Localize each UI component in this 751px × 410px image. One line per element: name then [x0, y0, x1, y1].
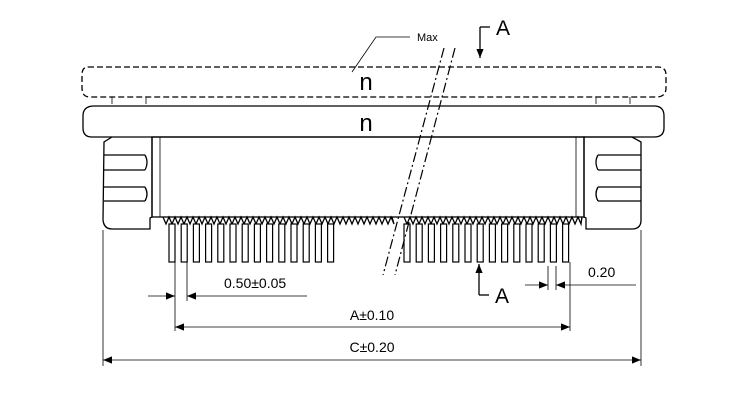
left-latch: [102, 136, 153, 230]
housing-body: [151, 136, 585, 218]
contact-pin: [327, 223, 335, 263]
contact-pin: [290, 223, 298, 263]
contact-pin: [440, 223, 448, 263]
dim-w-label: 0.20: [588, 264, 615, 280]
contact-pin: [168, 223, 176, 263]
dim-pitch-label: 0.50±0.05: [224, 275, 286, 291]
right-latch: [583, 136, 642, 230]
contact-pin: [501, 223, 509, 263]
contact-pin: [278, 223, 286, 263]
contact-pin: [314, 223, 322, 263]
left-latch-slot-ends: [144, 154, 148, 202]
max-leader: [351, 36, 410, 73]
contact-pin: [415, 223, 423, 263]
contact-pin: [266, 223, 274, 263]
contact-pin: [192, 223, 200, 263]
contact-pins: [168, 223, 570, 263]
contact-pin: [302, 223, 310, 263]
contact-pin: [561, 223, 570, 263]
contact-pin: [180, 223, 188, 263]
contact-pin: [427, 223, 435, 263]
latch-label-closed: n: [359, 110, 372, 137]
contact-pin: [229, 223, 237, 263]
break-line-1: [382, 47, 445, 276]
contact-pin: [241, 223, 249, 263]
contact-pin: [205, 223, 213, 263]
contact-pin: [549, 223, 558, 263]
contact-pin: [464, 223, 472, 263]
contact-comb: [162, 215, 583, 227]
right-latch-slot-ends: [595, 154, 599, 202]
max-label: Max: [417, 32, 438, 44]
contact-pin: [217, 223, 225, 263]
dim-c-label: C±0.20: [349, 339, 394, 355]
contact-pin: [513, 223, 521, 263]
section-a-bottom-label: A: [495, 285, 509, 308]
actuator-open-outline: [81, 66, 667, 98]
break-line-2: [394, 47, 456, 276]
dim-a-label: A±0.10: [350, 307, 394, 323]
contact-pin: [253, 223, 261, 263]
contact-pin: [537, 223, 545, 263]
contact-pin: [452, 223, 460, 263]
contact-pin: [525, 223, 533, 263]
latch-label-open: n: [359, 69, 372, 96]
contact-pin: [476, 223, 484, 263]
actuator-closed-outline: [82, 105, 665, 138]
contact-pin: [488, 223, 496, 263]
section-a-top-label: A: [496, 17, 510, 40]
